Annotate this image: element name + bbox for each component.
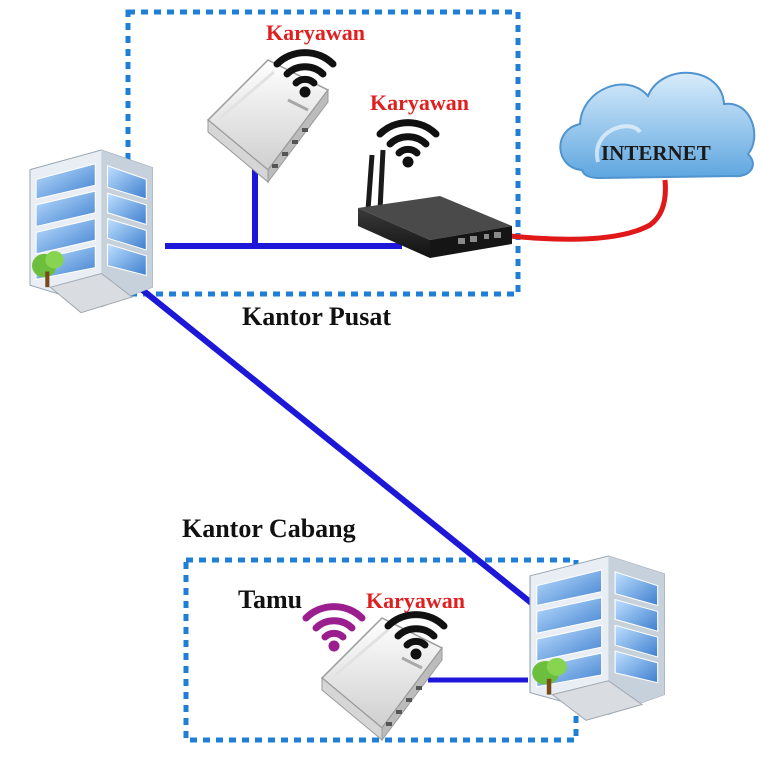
label-tamu: Tamu bbox=[238, 585, 303, 614]
label-kantor-pusat: Kantor Pusat bbox=[242, 302, 392, 331]
wan-link-pusat-cabang bbox=[138, 285, 552, 621]
label-internet: INTERNET bbox=[601, 141, 711, 165]
kantor-cabang-boundary bbox=[183, 557, 579, 743]
office-building-icon-cabang bbox=[529, 555, 665, 721]
cloud-icon bbox=[559, 72, 756, 180]
router-icon bbox=[358, 149, 512, 258]
label-kantor-cabang: Kantor Cabang bbox=[182, 514, 356, 543]
wifi-signal-icon-tamu bbox=[306, 607, 362, 651]
label-karyawan-ap-pusat: Karyawan bbox=[266, 20, 365, 45]
internet-link bbox=[509, 179, 668, 242]
kantor-pusat-boundary bbox=[125, 9, 521, 297]
label-karyawan-cabang: Karyawan bbox=[366, 588, 465, 613]
wifi-signal-icon-router bbox=[380, 123, 436, 167]
label-karyawan-router: Karyawan bbox=[370, 90, 469, 115]
office-building-icon-pusat bbox=[29, 149, 153, 314]
